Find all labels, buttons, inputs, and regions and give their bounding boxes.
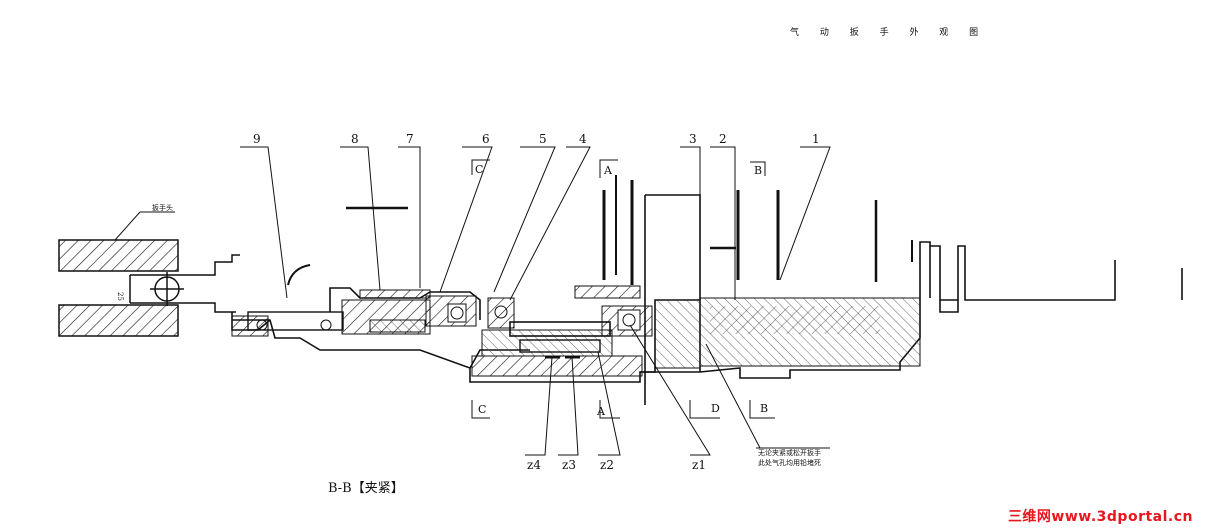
motor-section: [602, 175, 1183, 313]
part-number-9: 9: [253, 132, 261, 146]
part-number-8: 8: [351, 132, 359, 146]
section-c-bottom: C: [478, 403, 486, 416]
wrench-jaw: 扳手头 25: [58, 203, 179, 337]
part-number-4: 4: [579, 132, 587, 146]
section-d-bottom: D: [711, 402, 720, 415]
gap-dimension: 25: [116, 292, 124, 301]
part-number-5: 5: [539, 132, 547, 146]
part-number-1: 1: [812, 132, 820, 146]
internal-sections: [231, 285, 921, 377]
section-a-bottom: A: [596, 405, 606, 418]
section-b-bottom: B: [760, 402, 768, 415]
output-spindle: [129, 206, 408, 313]
gear-label-z3: z3: [562, 458, 576, 472]
part-number-6: 6: [482, 132, 490, 146]
gear-label-z4: z4: [527, 458, 541, 472]
part-number-2: 2: [719, 132, 727, 146]
watermark: 三维网www.3dportal.cn: [1007, 509, 1193, 525]
part-number-3: 3: [689, 132, 697, 146]
gear-leaders: [525, 324, 711, 456]
section-c-top: C: [475, 163, 483, 176]
drawing-title: 气 动 扳 手 外 观 图: [790, 26, 987, 38]
section-b-top: B: [754, 164, 762, 177]
gear-label-z2: z2: [600, 458, 614, 472]
part-leaders: [240, 146, 831, 301]
section-markers: [471, 159, 775, 419]
section-a-top: A: [603, 164, 613, 177]
note-line-2: 此处气孔均用铅堵死: [758, 458, 821, 467]
gear-label-z1: z1: [692, 458, 706, 472]
jaw-label: 扳手头: [152, 203, 173, 212]
section-caption: B-B【夹紧】: [328, 481, 404, 496]
note-leader: [705, 343, 830, 449]
part-number-7: 7: [406, 132, 414, 146]
note-line-1: 无论夹紧或松开扳手: [758, 448, 821, 457]
